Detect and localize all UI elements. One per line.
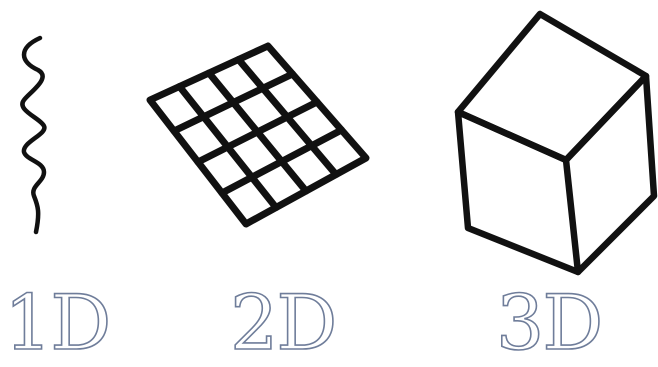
three-d-cube-front-face xyxy=(458,112,578,272)
label-3d: 3D xyxy=(496,282,601,364)
three-d-cube-right-face xyxy=(566,76,654,272)
label-1d: 1D xyxy=(4,282,109,364)
three-d-cube-top-face xyxy=(458,14,646,160)
one-d-wavy-line xyxy=(22,38,44,232)
three-d-cube xyxy=(458,14,654,272)
label-2d: 2D xyxy=(230,282,335,364)
two-d-grid xyxy=(150,46,366,224)
